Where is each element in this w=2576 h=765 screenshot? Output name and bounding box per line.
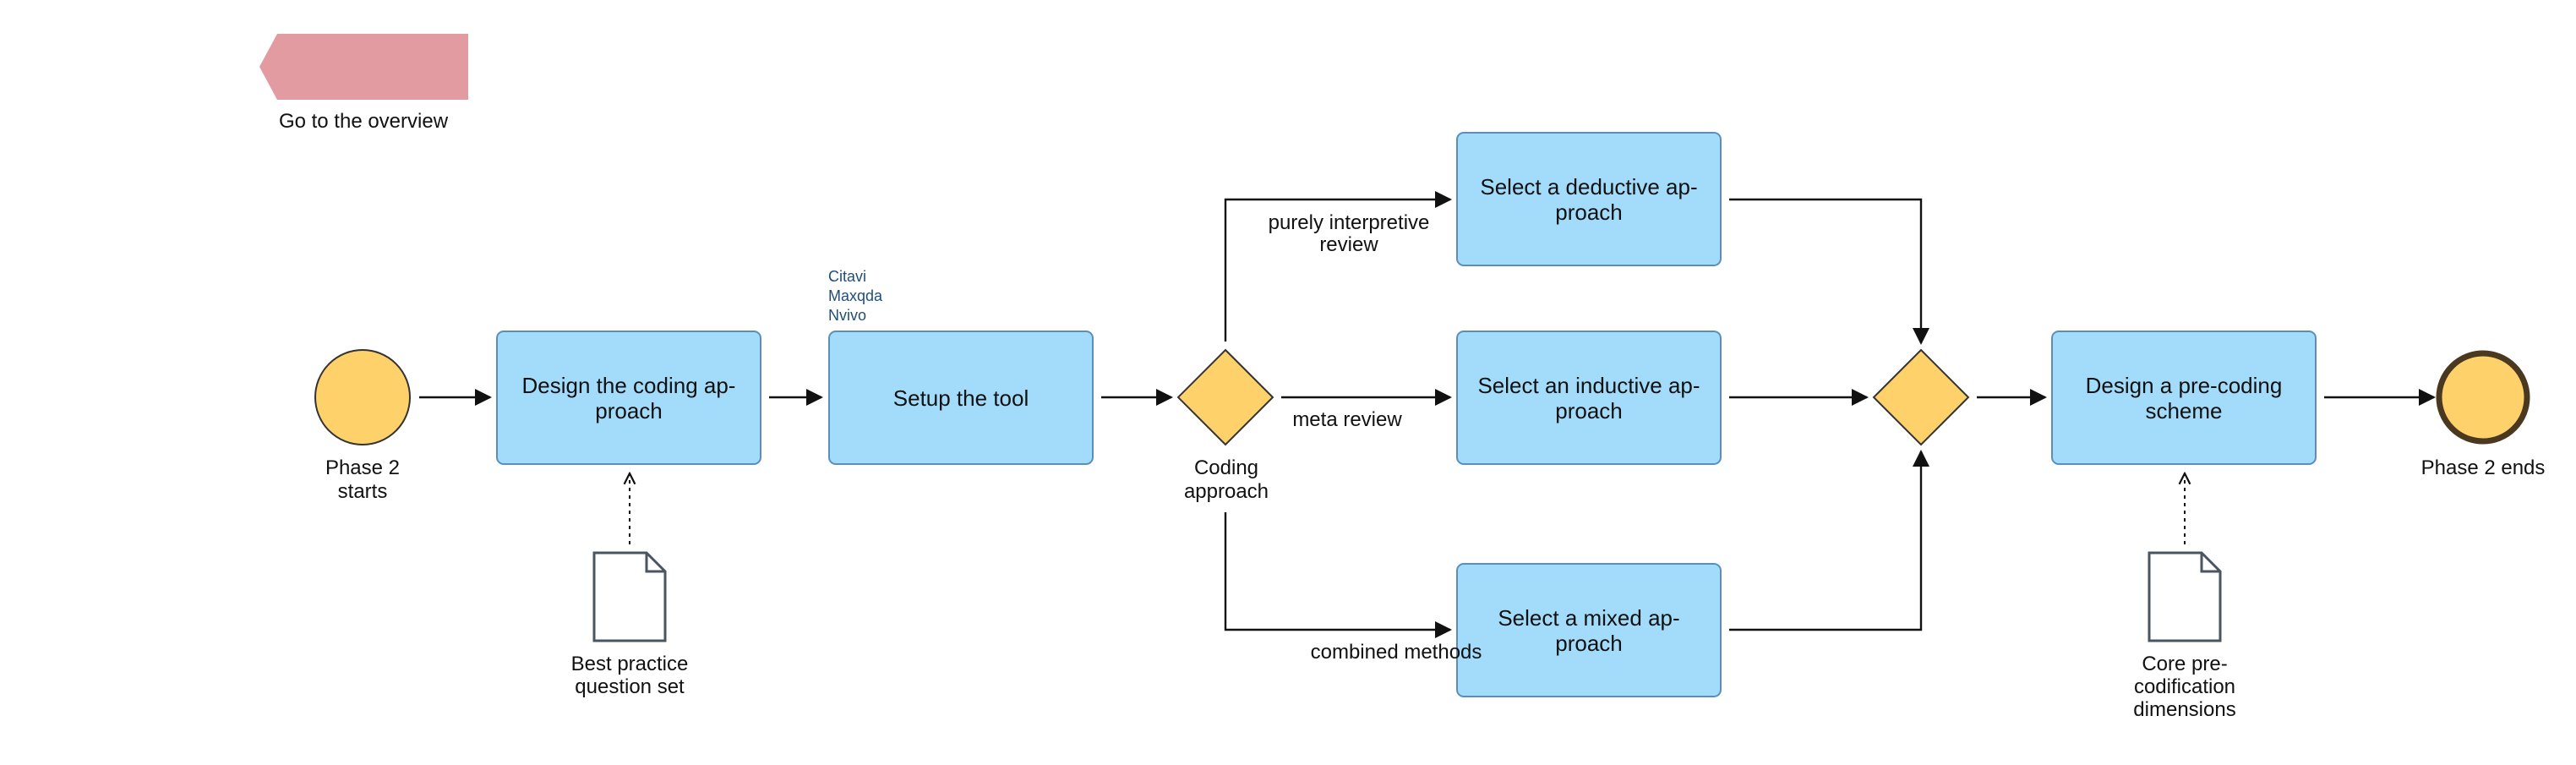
task-design-coding-approach[interactable]: Design the coding ap- proach xyxy=(496,331,761,465)
task-mixed-box[interactable] xyxy=(1456,563,1722,697)
task-inductive-box[interactable] xyxy=(1456,331,1722,465)
data-object-core-precodification[interactable]: Core pre- codification dimensions xyxy=(2133,551,2236,721)
overview-label[interactable]: Go to the overview xyxy=(279,110,449,133)
document-fold xyxy=(645,553,665,573)
flow-gateway-to-deductive xyxy=(1224,191,1452,342)
end-event-circle[interactable] xyxy=(2436,350,2530,445)
task-design-coding-box[interactable] xyxy=(496,331,761,465)
task-precoding-line2: scheme xyxy=(2145,398,2222,423)
task-design-precoding[interactable]: Design a pre-coding scheme xyxy=(2051,331,2317,465)
end-event[interactable]: Phase 2 ends xyxy=(2421,350,2546,479)
task-inductive-line2: proach xyxy=(1555,398,1623,423)
task-precoding-line1: Design a pre-coding xyxy=(2086,373,2283,398)
best-practice-line1: Best practice xyxy=(571,653,689,675)
task-setup-tool-label: Setup the tool xyxy=(893,385,1029,411)
document-icon[interactable] xyxy=(2148,551,2222,642)
gateway-merge-diamond[interactable] xyxy=(1872,348,1970,446)
task-deductive-line1: Select a deductive ap- xyxy=(1480,174,1697,199)
task-select-deductive[interactable]: Select a deductive ap- proach xyxy=(1456,132,1722,266)
gateway-merge[interactable] xyxy=(1872,348,1970,446)
task-inductive-line1: Select an inductive ap- xyxy=(1477,373,1700,398)
gateway-coding-approach-diamond[interactable] xyxy=(1176,348,1274,446)
flow-mixed-to-merge xyxy=(1729,450,1929,631)
document-icon[interactable] xyxy=(592,551,667,642)
flow-deductive-to-merge xyxy=(1729,198,1929,345)
tool-notes: Citavi Maxqda Nvivo xyxy=(828,268,883,324)
gateway-coding-approach[interactable]: Coding approach xyxy=(1176,348,1274,503)
tool-note-nvivo: Nvivo xyxy=(828,307,866,324)
flow-label-combined: combined methods xyxy=(1311,641,1482,664)
flow-gateway-to-mixed xyxy=(1224,512,1452,638)
tool-note-citavi: Citavi xyxy=(828,268,866,285)
flow-label-meta: meta review xyxy=(1292,408,1402,431)
overview-back-button[interactable]: Go to the overview xyxy=(259,34,468,133)
task-deductive-line2: proach xyxy=(1555,199,1623,225)
task-deductive-box[interactable] xyxy=(1456,132,1722,266)
core-precod-line3: dimensions xyxy=(2133,698,2235,721)
task-mixed-line1: Select a mixed ap- xyxy=(1498,605,1679,631)
task-design-coding-line2: proach xyxy=(595,398,663,423)
start-event[interactable]: Phase 2 starts xyxy=(314,349,411,503)
tool-note-maxqda: Maxqda xyxy=(828,287,883,304)
arrow-left-icon[interactable] xyxy=(259,34,468,100)
task-select-mixed[interactable]: Select a mixed ap- proach xyxy=(1456,563,1722,697)
data-object-best-practice[interactable]: Best practice question set xyxy=(571,551,689,698)
task-setup-tool-box[interactable] xyxy=(828,331,1094,465)
task-setup-tool[interactable]: Setup the tool xyxy=(828,331,1094,465)
start-event-label-line2: starts xyxy=(338,480,388,503)
associations xyxy=(630,473,2185,544)
task-design-coding-line1: Design the coding ap- xyxy=(522,373,736,398)
task-select-inductive[interactable]: Select an inductive ap- proach xyxy=(1456,331,1722,465)
flow-label-interpretive-line1: purely interpretive xyxy=(1269,211,1430,234)
sequence-flows xyxy=(419,191,2436,638)
end-event-label: Phase 2 ends xyxy=(2421,456,2546,479)
gateway-coding-approach-line2: approach xyxy=(1184,480,1269,503)
core-precod-line1: Core pre- xyxy=(2142,653,2227,675)
document-fold xyxy=(2200,553,2220,573)
start-event-circle[interactable] xyxy=(314,349,411,445)
start-event-label-line1: Phase 2 xyxy=(325,456,400,479)
best-practice-line2: question set xyxy=(575,675,685,698)
flow-label-interpretive-line2: review xyxy=(1319,233,1378,256)
task-mixed-line2: proach xyxy=(1555,631,1623,656)
core-precod-line2: codification xyxy=(2134,675,2235,698)
gateway-coding-approach-line1: Coding xyxy=(1194,456,1258,479)
task-precoding-box[interactable] xyxy=(2051,331,2317,465)
flow-labels: purely interpretive review meta review c… xyxy=(1269,211,1482,664)
